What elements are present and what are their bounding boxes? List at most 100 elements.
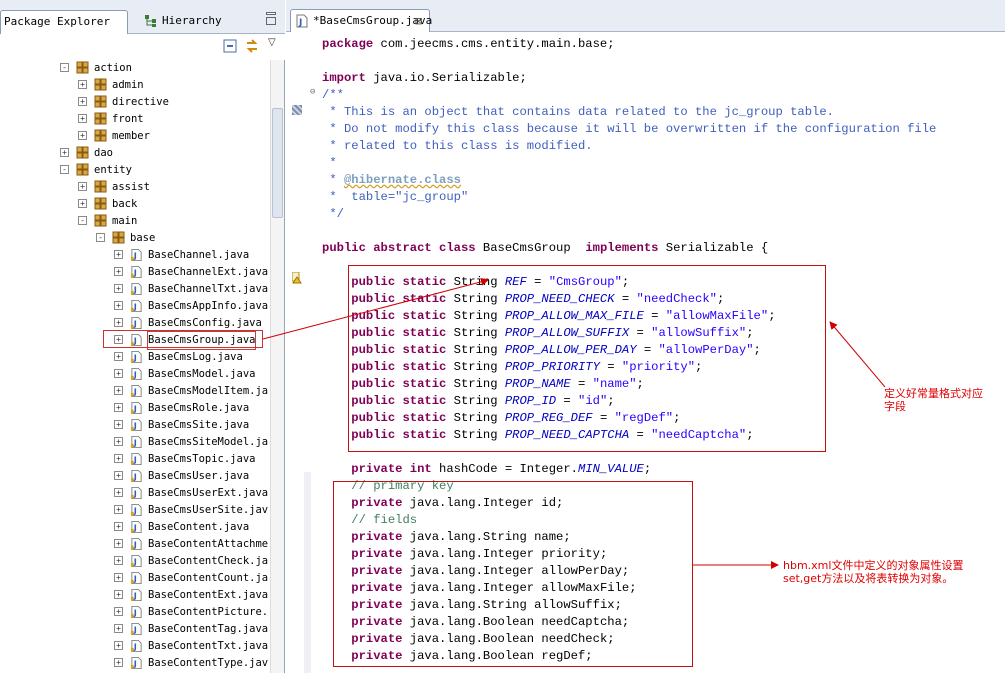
tree-expand-icon[interactable]: + <box>114 454 123 463</box>
code-token: private <box>351 649 403 663</box>
close-icon[interactable]: ⊠ <box>415 14 423 28</box>
tree-item-package[interactable]: +member <box>0 128 270 145</box>
tree-expand-icon[interactable]: + <box>114 284 123 293</box>
tree-collapse-icon[interactable]: - <box>78 216 87 225</box>
tree-expand-icon[interactable]: + <box>78 182 87 191</box>
java-file-icon: J <box>130 401 142 415</box>
code-token: "priority" <box>621 360 696 374</box>
tree-item-label: BaseCmsLog.java <box>148 351 243 363</box>
package-tree: -action+admin+directive+front+member+dao… <box>0 60 270 673</box>
scrollbar-thumb[interactable] <box>272 108 283 218</box>
tree-expand-icon[interactable]: + <box>114 488 123 497</box>
tree-expand-icon[interactable]: + <box>114 386 123 395</box>
tree-item-package[interactable]: -action <box>0 60 270 77</box>
code-token <box>322 292 351 306</box>
java-file-icon: J <box>130 384 142 398</box>
tree-item-label: main <box>112 215 138 227</box>
code-token: implements <box>585 241 659 255</box>
tree-item-label: BaseContentType.jav <box>148 657 269 669</box>
tree-item-package[interactable]: +assist <box>0 179 270 196</box>
tree-expand-icon[interactable]: + <box>78 114 87 123</box>
tree-expand-icon[interactable]: + <box>114 250 123 259</box>
tree-scrollbar[interactable] <box>270 60 284 673</box>
chevron-down-icon[interactable]: ▽ <box>268 37 276 48</box>
tree-expand-icon[interactable]: + <box>114 420 123 429</box>
tree-expand-icon[interactable]: + <box>114 471 123 480</box>
tree-item-package[interactable]: -base <box>0 230 270 247</box>
tree-expand-icon[interactable]: + <box>78 80 87 89</box>
tree-item-package[interactable]: - main <box>0 213 270 230</box>
tree-expand-icon[interactable]: + <box>114 369 123 378</box>
tree-expand-icon[interactable]: + <box>114 335 123 344</box>
tree-item-package[interactable]: +directive <box>0 94 270 111</box>
fold-collapse-icon[interactable]: ⊖ <box>310 87 316 97</box>
tree-collapse-icon[interactable]: - <box>96 233 105 242</box>
package-icon <box>94 214 107 227</box>
tree-expand-icon[interactable]: + <box>114 539 123 548</box>
code-token: = <box>629 326 652 340</box>
editor-tab-basecmsgroup[interactable]: J *BaseCmsGroup.java ⊠ <box>290 9 432 32</box>
tree-expand-icon[interactable]: + <box>114 437 123 446</box>
code-token: java.lang.Integer priority; <box>402 547 608 561</box>
tree-expand-icon[interactable]: + <box>78 131 87 140</box>
tree-expand-icon[interactable]: + <box>114 522 123 531</box>
tree-expand-icon[interactable]: + <box>60 148 69 157</box>
tree-collapse-icon[interactable]: - <box>60 63 69 72</box>
tree-expand-icon[interactable]: + <box>114 624 123 633</box>
tree-item-package[interactable]: +back <box>0 196 270 213</box>
tab-hierarchy[interactable]: Hierarchy <box>136 11 256 31</box>
tree-expand-icon[interactable]: + <box>114 641 123 650</box>
tab-package-explorer[interactable]: Package Explorer ⊠ <box>0 10 128 51</box>
tree-expand-icon[interactable]: + <box>114 318 123 327</box>
code-token: PROP_NAME <box>504 377 571 391</box>
maximize-view-button[interactable] <box>266 17 276 25</box>
link-with-editor-icon[interactable] <box>244 38 260 54</box>
tree-expand-icon[interactable]: + <box>114 556 123 565</box>
tree-expand-icon[interactable]: + <box>114 658 123 667</box>
tree-expand-icon[interactable]: + <box>114 607 123 616</box>
tree-expand-icon[interactable]: + <box>114 301 123 310</box>
tree-expand-icon[interactable]: + <box>78 97 87 106</box>
tree-expand-icon[interactable]: + <box>114 505 123 514</box>
tree-item-package[interactable]: +admin <box>0 77 270 94</box>
tree-item-package[interactable]: +dao <box>0 145 270 162</box>
tree-collapse-icon[interactable]: - <box>60 165 69 174</box>
tree-expand-icon[interactable]: + <box>114 590 123 599</box>
tree-item-package[interactable]: +front <box>0 111 270 128</box>
tree-expand-icon[interactable]: + <box>78 199 87 208</box>
tree-expand-icon[interactable]: + <box>114 403 123 412</box>
java-file-icon: J <box>130 282 142 296</box>
tree-expand-icon[interactable]: + <box>114 573 123 582</box>
code-token: * Do not modify this class because it wi… <box>322 122 937 136</box>
tree-expand-icon[interactable]: + <box>114 267 123 276</box>
minimize-view-button[interactable] <box>266 12 276 15</box>
tree-expand-icon[interactable]: + <box>114 352 123 361</box>
collapse-all-icon[interactable] <box>222 38 238 54</box>
tree-item-package[interactable]: -entity <box>0 162 270 179</box>
